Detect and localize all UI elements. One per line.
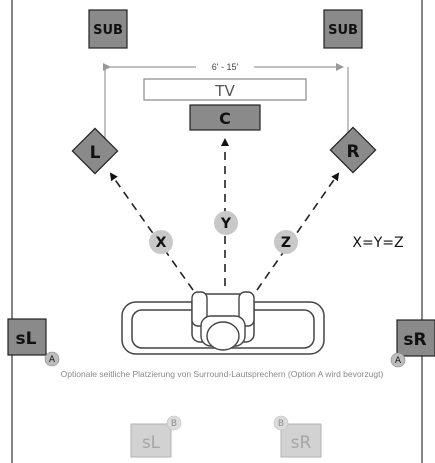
distance-z-marker: Z <box>274 230 298 254</box>
distance-y-marker: Y <box>214 211 238 235</box>
alt-surround-left-speaker: sL B <box>130 415 182 458</box>
sub-left-label: SUB <box>93 23 123 38</box>
alt-surround-right-label: sR <box>291 433 312 453</box>
surround-right-label: sR <box>403 330 426 350</box>
placement-caption: Optionale seitliche Platzierung von Surr… <box>61 369 384 379</box>
distance-z-label: Z <box>281 235 291 251</box>
surround-right-speaker: sR A <box>390 319 435 368</box>
sub-right-speaker: SUB <box>323 9 363 49</box>
tv-screen: TV <box>143 78 307 101</box>
listener-icon <box>191 291 255 351</box>
option-a-right-label: A <box>395 356 402 366</box>
distance-range-label: 6' - 15' <box>212 62 239 72</box>
option-a-left-label: A <box>49 355 56 365</box>
equation-label: X=Y=Z <box>352 235 403 251</box>
option-b-left-badge <box>166 415 182 431</box>
sub-right-label: SUB <box>328 23 358 38</box>
surround-left-speaker: sL A <box>7 318 60 367</box>
option-a-left-badge <box>44 351 60 367</box>
tv-label: TV <box>214 82 235 100</box>
surround-left-label: sL <box>16 329 37 349</box>
center-speaker: C <box>189 104 261 131</box>
left-speaker: L <box>71 127 119 175</box>
distance-line-left <box>109 172 194 291</box>
option-b-right-label: B <box>278 419 284 429</box>
right-speaker: R <box>329 126 377 174</box>
distance-x-marker: X <box>149 230 173 254</box>
alt-surround-left-label: sL <box>142 433 161 453</box>
option-b-right-badge <box>273 415 289 431</box>
option-b-left-label: B <box>171 419 177 429</box>
sub-left-speaker: SUB <box>88 9 128 49</box>
left-label: L <box>90 143 101 163</box>
center-label: C <box>219 109 231 128</box>
option-a-right-badge <box>390 352 406 368</box>
alt-surround-right-speaker: sR B <box>273 415 322 458</box>
distance-line-right <box>256 172 340 291</box>
right-label: R <box>346 142 359 162</box>
distance-y-label: Y <box>220 216 232 232</box>
distance-x-label: X <box>156 235 167 251</box>
